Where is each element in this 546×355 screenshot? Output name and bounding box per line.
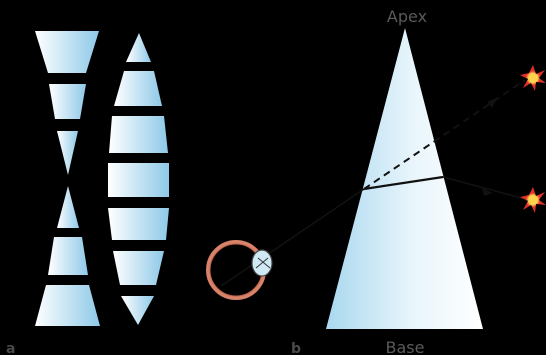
ray-to-eye	[220, 188, 365, 287]
eye-icon	[206, 240, 273, 300]
prism-segment	[35, 31, 99, 73]
star-burst-icon	[520, 65, 546, 91]
ray-virtual-dashed	[363, 79, 526, 190]
prism-segment	[35, 285, 100, 326]
prism-segment	[48, 237, 88, 275]
star-burst-icon	[520, 187, 546, 213]
prism-segment	[113, 251, 164, 285]
prism-segment	[57, 186, 79, 228]
prism-segment	[108, 208, 169, 240]
arrow-incoming	[482, 188, 493, 196]
apex-label: Apex	[387, 7, 427, 26]
panel-a-label: a	[6, 341, 15, 355]
ray-incoming	[442, 176, 526, 200]
concave-lens-prism-stack	[35, 31, 100, 326]
base-label: Base	[386, 338, 425, 355]
prism-segment	[126, 33, 151, 62]
large-prism	[326, 28, 483, 329]
prism-segment	[108, 163, 169, 197]
prism-segment	[57, 131, 78, 175]
prism-segment	[49, 84, 86, 119]
ray-inside-prism	[363, 175, 444, 191]
panel-b-label: b	[291, 341, 301, 355]
prism-segment	[109, 116, 168, 153]
prism-segment	[114, 71, 162, 106]
convex-lens-prism-stack	[108, 33, 169, 325]
light-rays	[220, 79, 526, 287]
prism-segment	[121, 296, 154, 325]
arrow-virtual	[487, 97, 498, 108]
